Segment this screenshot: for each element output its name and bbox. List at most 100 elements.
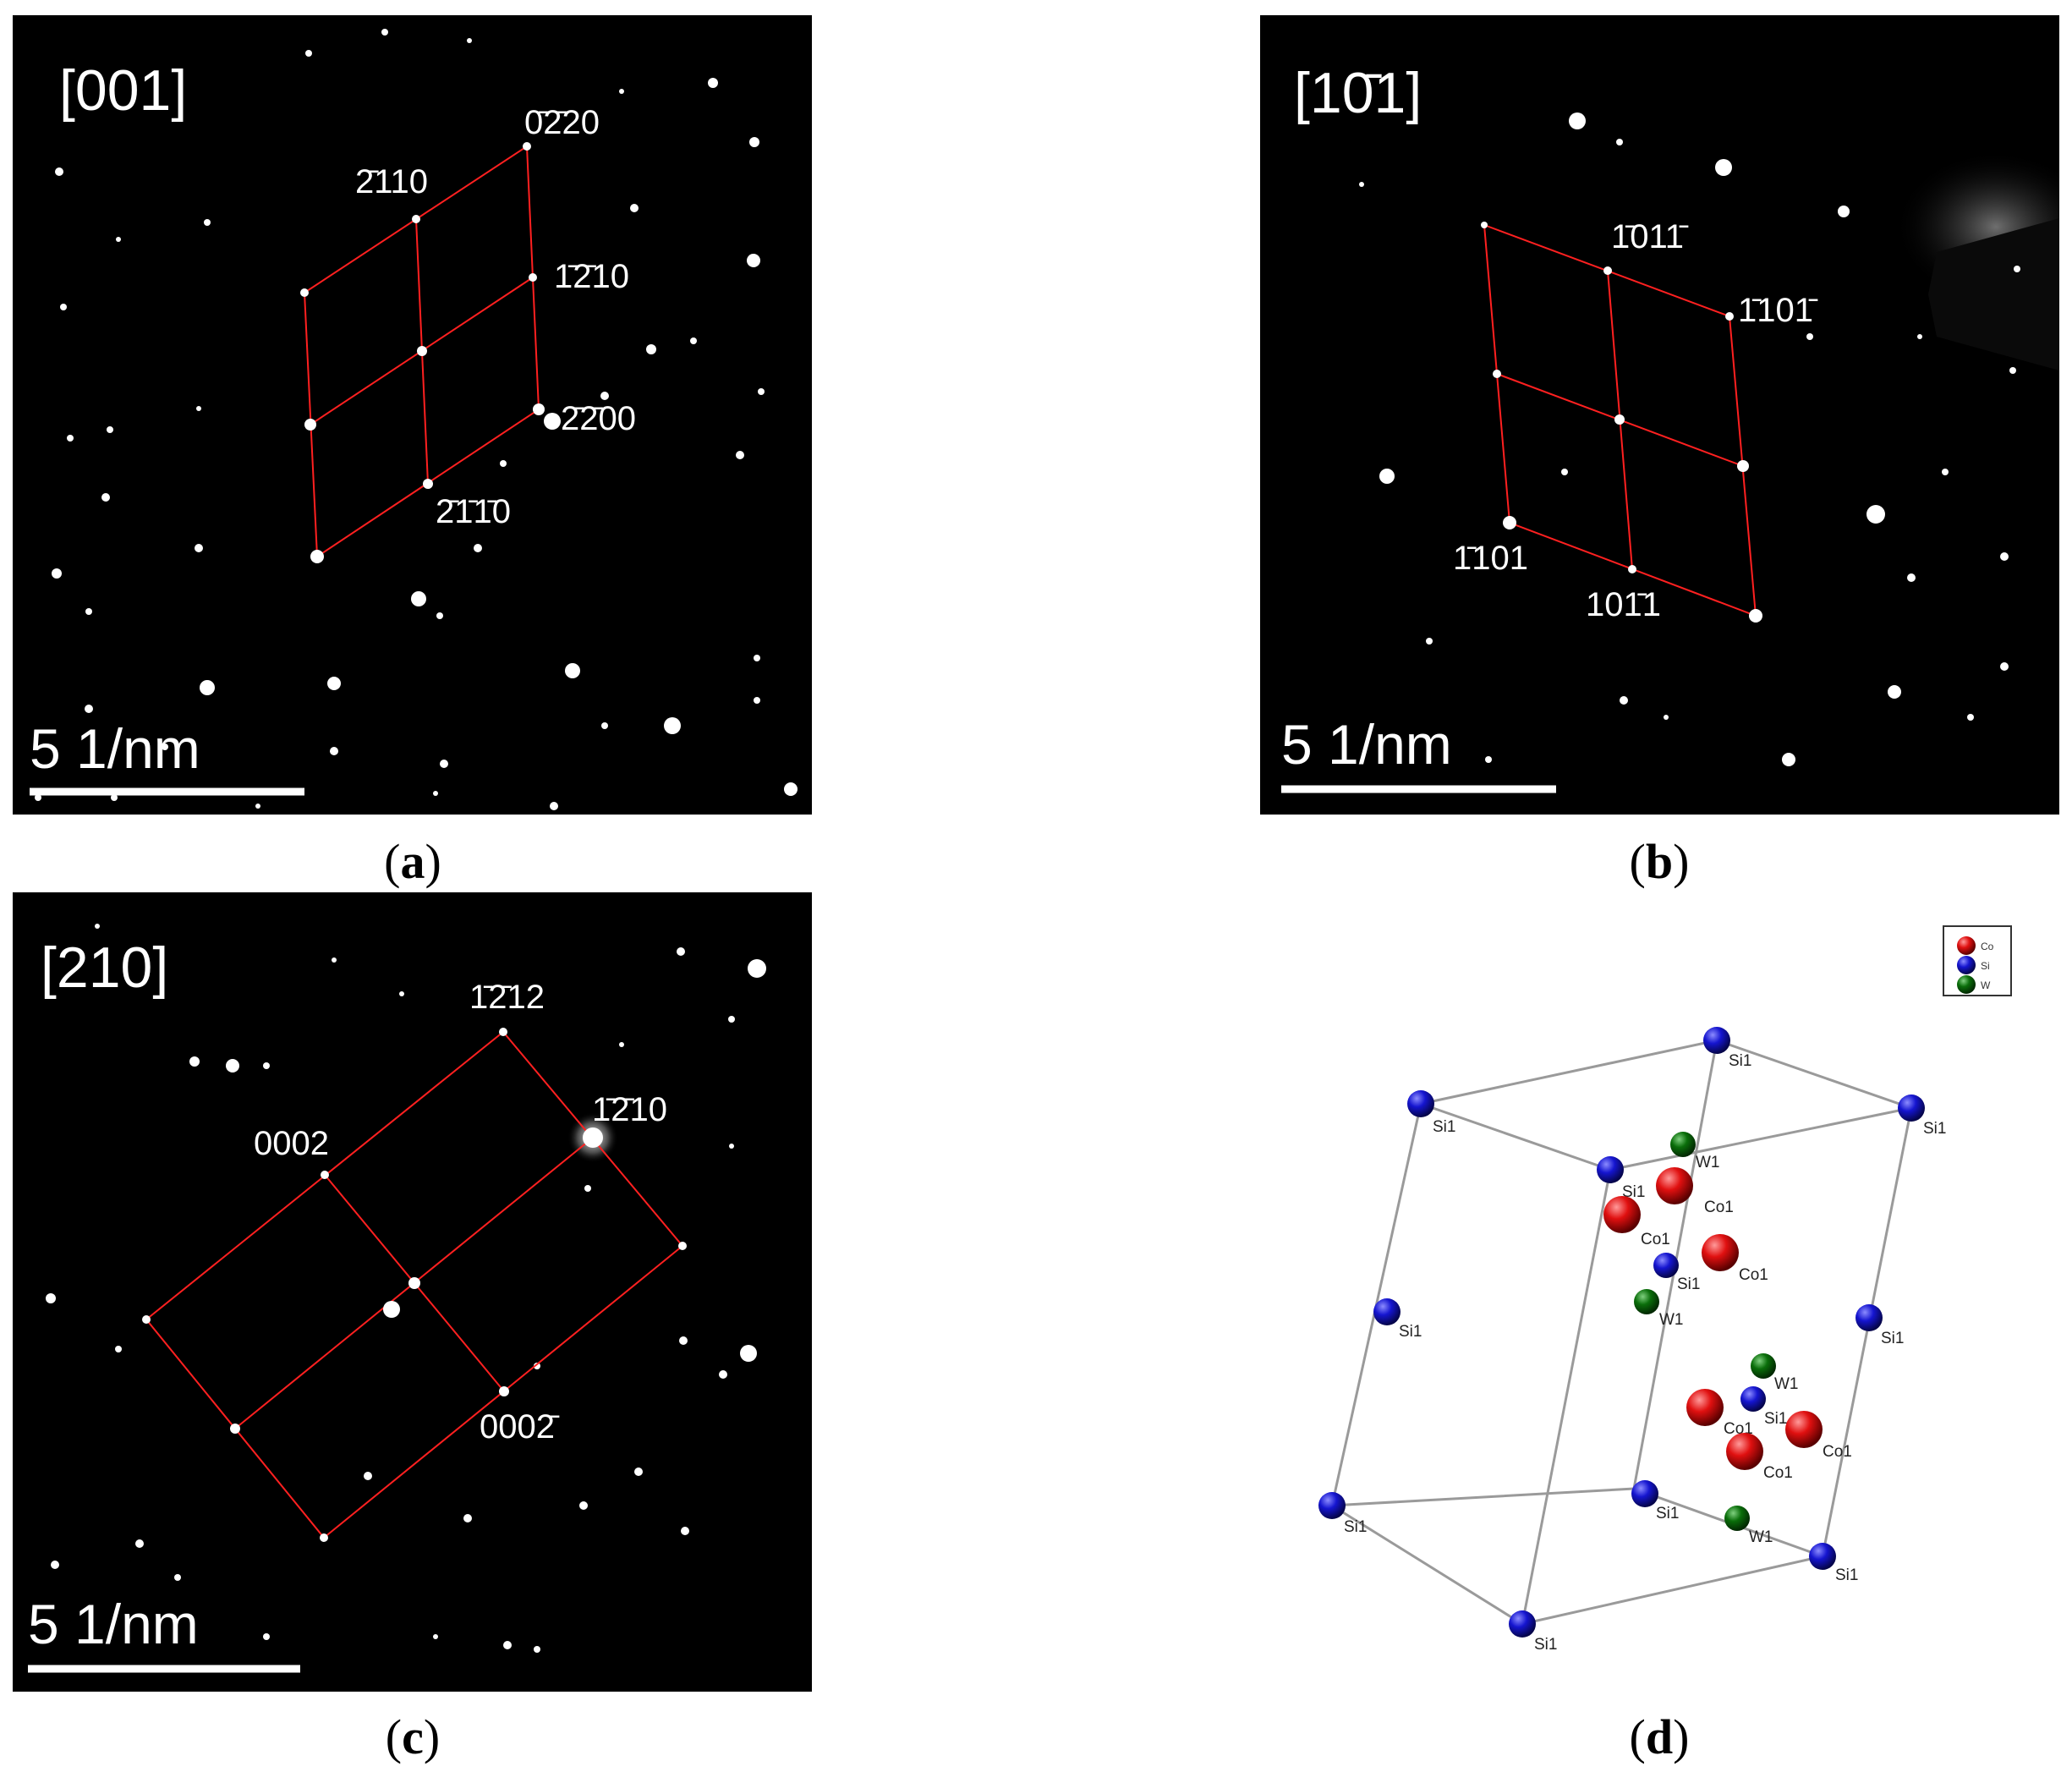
diffraction-spot xyxy=(399,991,404,996)
diffraction-spot xyxy=(204,219,211,226)
diffraction-spot xyxy=(728,1016,735,1023)
panel-b-diffraction: [10̄1] 1̄011̄ 1̄101̄ 1̄101 101̄1 5 1/nm xyxy=(1260,15,2059,815)
spot-label: 0̄2̄20 xyxy=(524,104,600,141)
diffraction-spot xyxy=(754,655,760,661)
si-atom-label: Si1 xyxy=(1729,1052,1751,1070)
spot-label: 1̄2̄10 xyxy=(554,258,629,295)
si-atom xyxy=(1597,1156,1624,1183)
diffraction-spot xyxy=(67,435,74,442)
diffraction-pattern-210: [210] 1̄2̄12 1̄2̄10 0002 0002̄ 5 1/nm xyxy=(13,892,812,1692)
diffraction-spot xyxy=(579,1501,588,1510)
diffraction-spot xyxy=(1942,469,1949,475)
diffraction-spot xyxy=(748,959,766,978)
scale-bar-label: 5 1/nm xyxy=(30,717,200,780)
panel-d-caption: (d) xyxy=(1629,1709,1690,1764)
diffraction-spot xyxy=(200,680,215,695)
diffraction-spot xyxy=(433,791,438,796)
diffraction-spot xyxy=(1866,505,1885,524)
diffraction-spot xyxy=(1620,696,1628,705)
co-atom xyxy=(1603,1196,1641,1233)
w-atom-label: W1 xyxy=(1659,1311,1684,1329)
diffraction-spot xyxy=(1838,206,1850,217)
si-atom-label: Si1 xyxy=(1656,1505,1679,1522)
diffraction-spot xyxy=(263,1633,270,1640)
si-atom-label: Si1 xyxy=(1764,1410,1787,1428)
diffraction-spot xyxy=(1888,685,1901,699)
si-atom xyxy=(1373,1298,1401,1325)
diffraction-spot xyxy=(740,1345,757,1362)
diffraction-spot xyxy=(332,957,337,963)
co-atom xyxy=(1785,1411,1823,1448)
diffraction-spot xyxy=(664,717,681,734)
diffraction-spot xyxy=(467,38,472,43)
diffraction-spot xyxy=(1967,714,1974,721)
diffraction-spot xyxy=(46,1293,56,1303)
diffraction-spot xyxy=(619,1042,624,1047)
si-atom xyxy=(1509,1610,1536,1638)
diffraction-spot xyxy=(503,1641,512,1649)
diffraction-spot xyxy=(189,1056,200,1067)
co-atom-label: Co1 xyxy=(1823,1443,1852,1461)
si-atom xyxy=(1653,1253,1679,1278)
diffraction-spot xyxy=(196,406,201,411)
panel-c-diffraction: [210] 1̄2̄12 1̄2̄10 0002 0002̄ 5 1/nm xyxy=(13,892,812,1692)
zone-axis-label: [210] xyxy=(41,935,168,1000)
diffraction-spot xyxy=(747,254,760,267)
diffraction-spot xyxy=(601,722,608,729)
diffraction-spot xyxy=(630,204,639,212)
diffraction-spot xyxy=(584,1185,591,1192)
diffraction-spot xyxy=(719,1370,727,1379)
co-atom xyxy=(1726,1433,1763,1470)
si-atom-label: Si1 xyxy=(1344,1518,1367,1536)
si-atom xyxy=(1855,1304,1883,1331)
si-atom-label: Si1 xyxy=(1923,1120,1946,1138)
diffraction-spot xyxy=(534,1646,540,1653)
diffraction-spot xyxy=(174,1574,181,1581)
diffraction-spot xyxy=(634,1468,643,1476)
diffraction-spot xyxy=(1616,139,1623,145)
diffraction-spot xyxy=(534,1363,540,1369)
si-atom xyxy=(1898,1094,1925,1122)
diffraction-spot xyxy=(754,697,760,704)
diffraction-spot xyxy=(436,612,443,619)
co-atom xyxy=(1656,1167,1693,1204)
diffraction-spot xyxy=(111,794,118,801)
diffraction-pattern-10-1: [10̄1] 1̄011̄ 1̄101̄ 1̄101 101̄1 5 1/nm xyxy=(1260,15,2059,815)
diffraction-spot xyxy=(690,337,697,344)
diffraction-spot xyxy=(619,89,624,94)
si-atom xyxy=(1318,1492,1346,1519)
zone-axis-label: [001] xyxy=(59,58,187,123)
spot-label: 1̄2̄12 xyxy=(469,979,545,1016)
scale-bar-label: 5 1/nm xyxy=(1281,713,1452,776)
co-atom-label: Co1 xyxy=(1763,1464,1793,1482)
diffraction-spot xyxy=(35,794,41,801)
si-atom-label: Si1 xyxy=(1835,1566,1858,1584)
si-atom-label: Si1 xyxy=(1881,1330,1904,1347)
si-atom xyxy=(1631,1480,1658,1507)
diffraction-spot xyxy=(500,460,507,467)
diffraction-spot xyxy=(330,747,338,755)
diffraction-spot xyxy=(544,413,561,430)
diffraction-spot xyxy=(1359,182,1364,187)
legend-label-w: W xyxy=(1981,979,1991,991)
diffraction-spot xyxy=(433,1634,438,1639)
diffraction-spot xyxy=(381,29,388,36)
diffraction-spot xyxy=(2009,367,2016,374)
diffraction-spot xyxy=(1426,638,1433,645)
diffraction-spot xyxy=(51,1561,59,1569)
diffraction-spots xyxy=(46,924,766,1653)
diffraction-spots xyxy=(35,29,798,810)
diffraction-spot xyxy=(55,167,63,176)
spot-label: 1̄2̄10 xyxy=(592,1091,667,1128)
spot-label: 1̄101 xyxy=(1453,540,1528,577)
si-atom-label: Si1 xyxy=(1622,1183,1645,1201)
w-atom xyxy=(1670,1132,1696,1157)
diffraction-spot xyxy=(2000,552,2009,561)
diffraction-spot xyxy=(729,1144,734,1149)
diffraction-spot xyxy=(135,1539,144,1548)
diffraction-spot xyxy=(1715,159,1732,176)
diffraction-spot xyxy=(226,1059,239,1073)
